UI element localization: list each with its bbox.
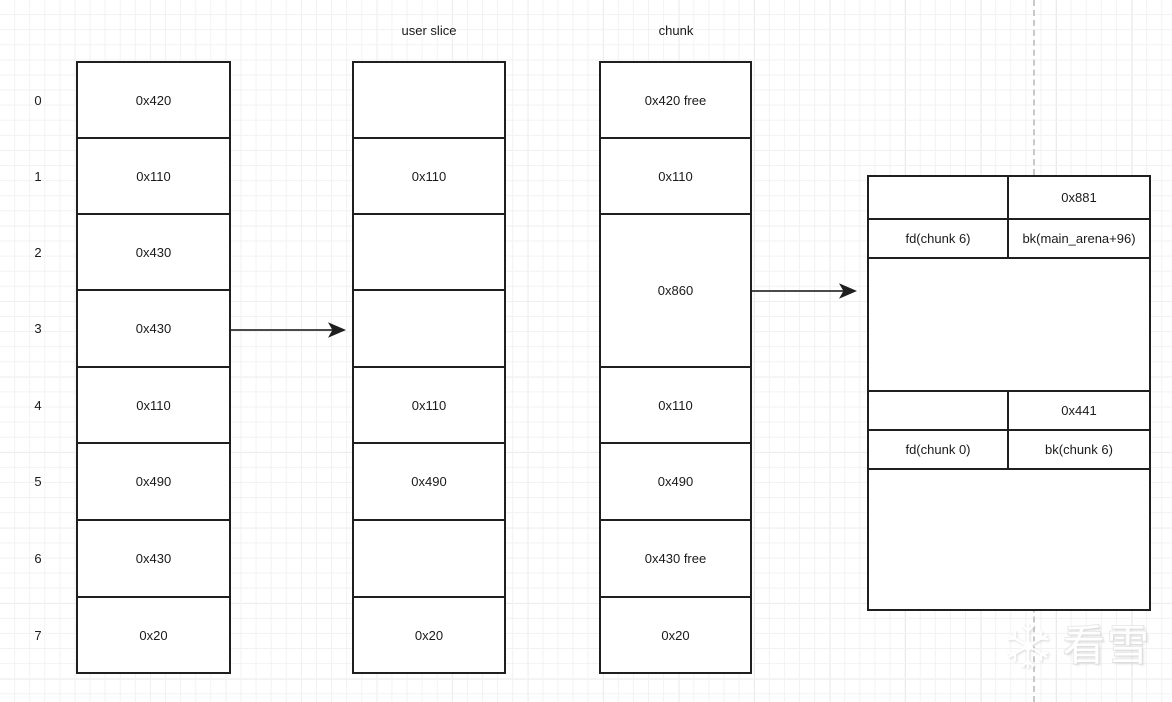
user-slice-column: 0x110 0x110 0x490 0x20 <box>352 61 506 674</box>
user-slice-cell-5[interactable]: 0x490 <box>354 444 504 521</box>
user-slice-column-title: user slice <box>401 23 457 38</box>
index-column-cell-1[interactable]: 0x110 <box>78 139 229 215</box>
struct-cell-prevsize-top[interactable] <box>869 177 1009 218</box>
chunk-column-title: chunk <box>658 23 694 38</box>
index-column-cell-3[interactable]: 0x430 <box>78 291 229 368</box>
index-column: 0x420 0x110 0x430 0x430 0x110 0x490 0x43… <box>76 61 231 674</box>
user-slice-cell-0[interactable] <box>354 63 504 139</box>
chunk-cell-2-merged[interactable]: 0x860 <box>601 215 750 368</box>
chunk-cell-0[interactable]: 0x420 free <box>601 63 750 139</box>
row-index-1: 1 <box>34 169 42 184</box>
user-slice-cell-3[interactable] <box>354 291 504 368</box>
index-column-cell-2[interactable]: 0x430 <box>78 215 229 291</box>
row-index-6: 6 <box>34 551 42 566</box>
struct-row-fdbk-top: fd(chunk 6) bk(main_arena+96) <box>869 220 1149 259</box>
index-column-cell-4[interactable]: 0x110 <box>78 368 229 444</box>
struct-cell-size-0x881[interactable]: 0x881 <box>1061 190 1097 205</box>
struct-row-size-0x441: 0x441 <box>869 392 1149 431</box>
struct-row-fdbk-bottom: fd(chunk 0) bk(chunk 6) <box>869 431 1149 470</box>
struct-cell-body-bottom[interactable] <box>869 470 1149 609</box>
chunk-struct-table: 0x881 fd(chunk 6) bk(main_arena+96) 0x44… <box>867 175 1151 611</box>
row-index-0: 0 <box>34 93 42 108</box>
user-slice-cell-2[interactable] <box>354 215 504 291</box>
struct-cell-fd-chunk6[interactable]: fd(chunk 6) <box>869 220 1009 257</box>
user-slice-cell-1[interactable]: 0x110 <box>354 139 504 215</box>
arrow-slice3-to-user-slice <box>231 322 346 338</box>
struct-row-body-top <box>869 259 1149 392</box>
user-slice-cell-7[interactable]: 0x20 <box>354 598 504 672</box>
index-column-cell-6[interactable]: 0x430 <box>78 521 229 598</box>
user-slice-cell-6[interactable] <box>354 521 504 598</box>
chunk-column: 0x420 free 0x110 0x860 0x110 0x490 0x430… <box>599 61 752 674</box>
struct-cell-prevsize-bottom[interactable] <box>869 392 1009 429</box>
row-index-3: 3 <box>34 321 42 336</box>
struct-cell-bk-main-arena[interactable]: bk(main_arena+96) <box>1022 231 1136 246</box>
index-column-cell-0[interactable]: 0x420 <box>78 63 229 139</box>
arrow-chunk-0x860-to-struct <box>752 283 857 299</box>
row-index-7: 7 <box>34 628 42 643</box>
chunk-cell-6[interactable]: 0x20 <box>601 598 750 672</box>
user-slice-cell-4[interactable]: 0x110 <box>354 368 504 444</box>
row-index-5: 5 <box>34 474 42 489</box>
row-index-4: 4 <box>34 398 42 413</box>
chunk-cell-3[interactable]: 0x110 <box>601 368 750 444</box>
struct-cell-size-0x441[interactable]: 0x441 <box>1061 403 1097 418</box>
index-column-cell-7[interactable]: 0x20 <box>78 598 229 672</box>
row-index-2: 2 <box>34 245 42 260</box>
struct-row-body-bottom <box>869 470 1149 609</box>
index-column-cell-5[interactable]: 0x490 <box>78 444 229 521</box>
chunk-cell-4[interactable]: 0x490 <box>601 444 750 521</box>
struct-cell-bk-chunk6[interactable]: bk(chunk 6) <box>1045 442 1113 457</box>
struct-row-size-0x881: 0x881 <box>869 177 1149 220</box>
struct-cell-body-top[interactable] <box>869 259 1149 390</box>
struct-cell-fd-chunk0[interactable]: fd(chunk 0) <box>869 431 1009 468</box>
chunk-cell-5[interactable]: 0x430 free <box>601 521 750 598</box>
chunk-cell-1[interactable]: 0x110 <box>601 139 750 215</box>
